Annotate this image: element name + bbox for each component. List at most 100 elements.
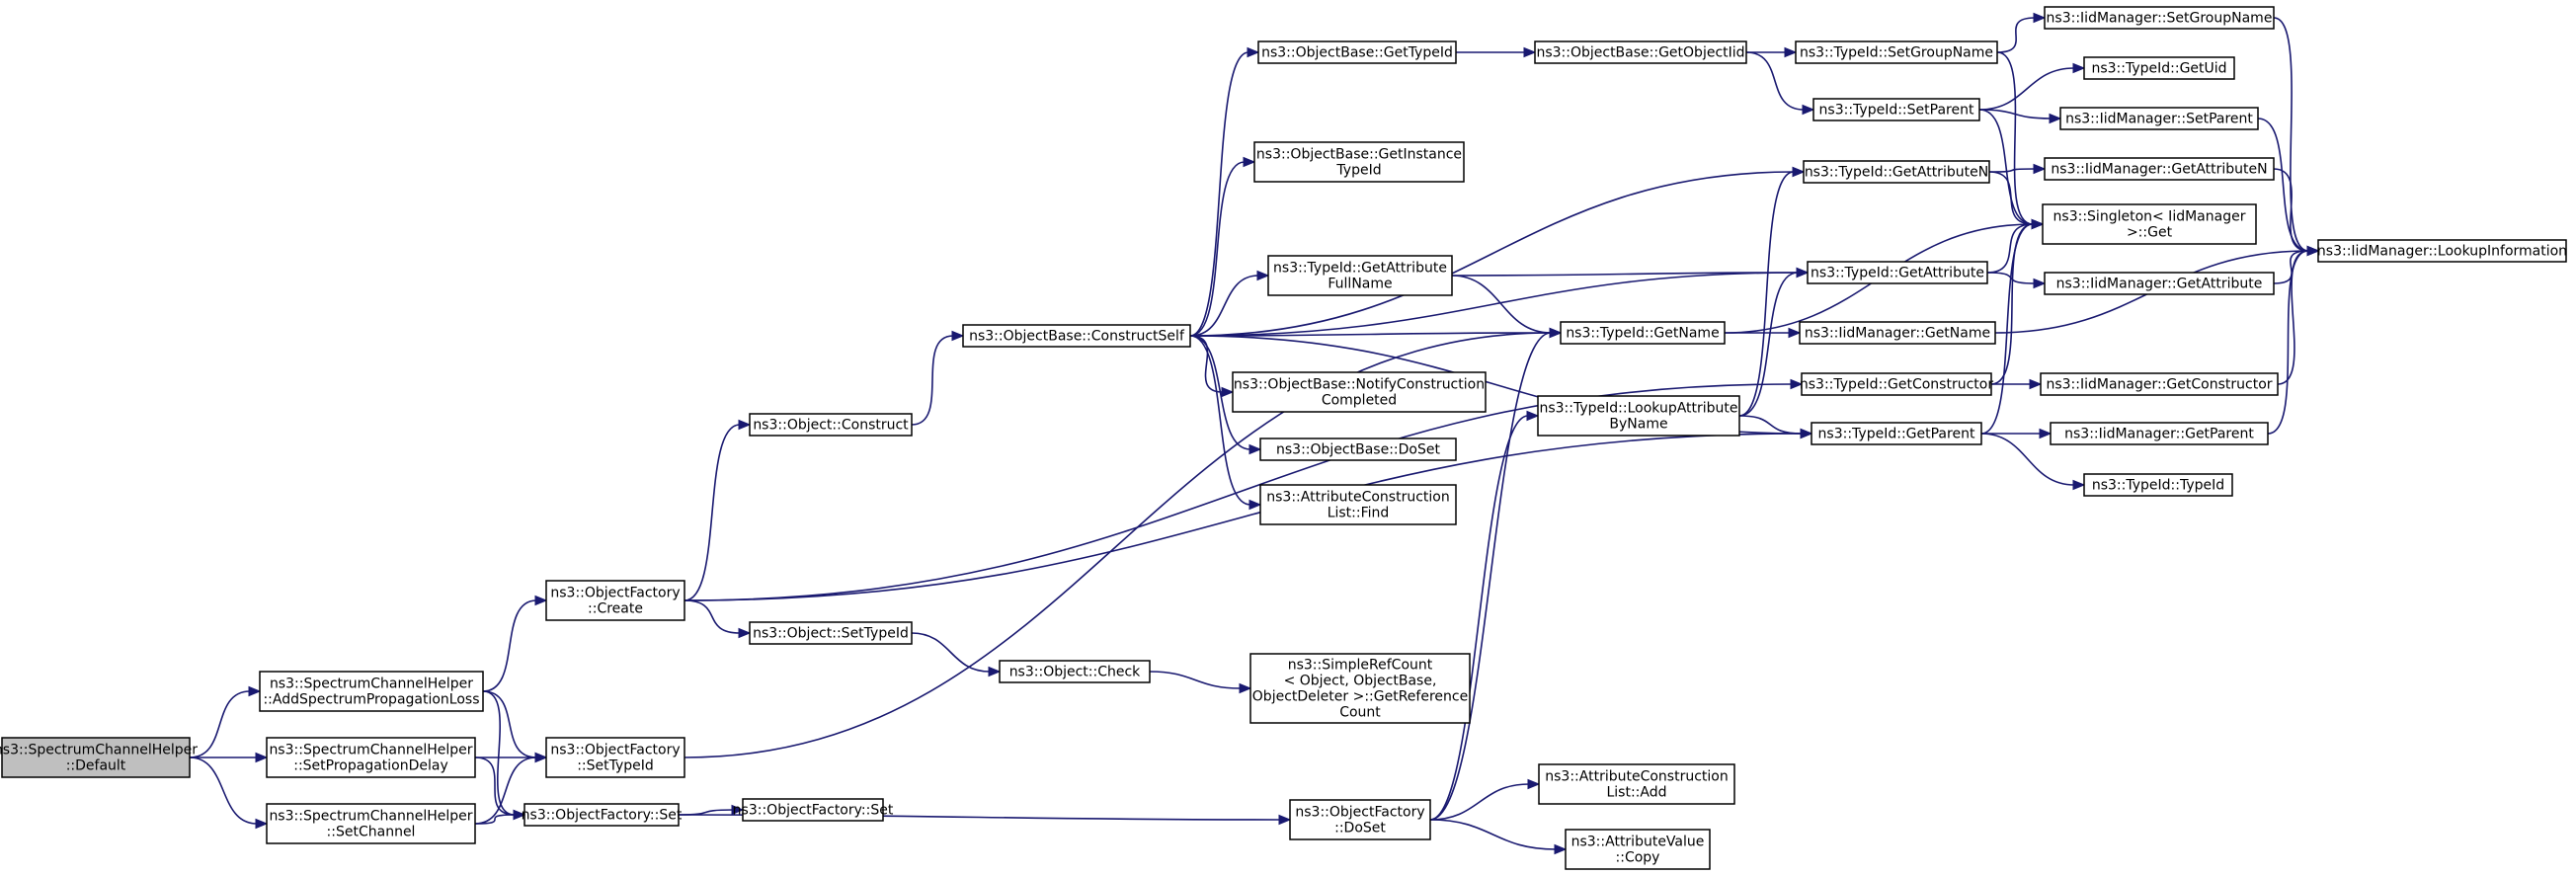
edge-arrowhead: [1527, 778, 1541, 790]
node-box: [1811, 422, 1982, 445]
node-label: >::Get: [2127, 225, 2173, 241]
node-label: ns3::SpectrumChannelHelper: [270, 677, 473, 692]
node-label: ::Copy: [1616, 850, 1660, 866]
node-object-settypeid[interactable]: ns3::Object::SetTypeId: [749, 621, 913, 645]
node-typeid-getattribute[interactable]: ns3::TypeId::GetAttribute: [1807, 261, 1988, 284]
node-box: [2040, 372, 2279, 396]
node-objectbase-constructself[interactable]: ns3::ObjectBase::ConstructSelf: [962, 324, 1191, 348]
edge-arrowhead: [2033, 12, 2047, 24]
node-objectbase-doset[interactable]: ns3::ObjectBase::DoSet: [1259, 438, 1457, 461]
edge-n10-n16: [1189, 335, 1235, 398]
node-simplerefcount-object-objectbase-objectdeleter-getreference-count[interactable]: ns3::SimpleRefCount< Object, ObjectBase,…: [1249, 653, 1471, 724]
node-singleton-iidmanager-get[interactable]: ns3::Singleton< IidManager>::Get: [2042, 203, 2257, 245]
node-label: ns3::IidManager::GetAttribute: [2056, 277, 2263, 292]
node-spectrumchannelhelper-default[interactable]: ns3::SpectrumChannelHelper::Default: [0, 737, 198, 778]
node-label: ns3::TypeId::SetParent: [1819, 103, 1974, 119]
node-iidmanager-getname[interactable]: ns3::IidManager::GetName: [1799, 321, 1996, 345]
node-iidmanager-getparent[interactable]: ns3::IidManager::GetParent: [2050, 422, 2269, 445]
node-spectrumchannelhelper-addspectrumpropagationloss[interactable]: ns3::SpectrumChannelHelper::AddSpectrumP…: [259, 671, 484, 712]
edge-line: [1429, 332, 1552, 821]
node-label: ns3::ObjectFactory: [550, 743, 680, 758]
edge-arrowhead: [1788, 327, 1802, 339]
edge-arrowhead: [2072, 479, 2086, 491]
edge-n10-n15: [1189, 270, 1270, 337]
edge-arrowhead: [2049, 113, 2062, 124]
node-objectbase-gettypeid[interactable]: ns3::ObjectBase::GetTypeId: [1257, 40, 1457, 64]
node-objectbase-getobjectiid[interactable]: ns3::ObjectBase::GetObjectIid: [1534, 40, 1747, 64]
node-iidmanager-setparent[interactable]: ns3::IidManager::SetParent: [2059, 107, 2259, 130]
node-label: ns3::ObjectBase::NotifyConstruction: [1234, 377, 1485, 393]
edge-line: [1451, 272, 1799, 277]
node-label: ::SetPropagationDelay: [293, 758, 448, 774]
node-typeid-getparent[interactable]: ns3::TypeId::GetParent: [1811, 422, 1982, 445]
node-box: [545, 737, 685, 778]
node-iidmanager-getattribute[interactable]: ns3::IidManager::GetAttribute: [2044, 272, 2275, 295]
node-objectfactory-set[interactable]: ns3::ObjectFactory::Set: [733, 798, 894, 822]
edge-n10-n18: [1189, 335, 1262, 511]
edge-line: [2257, 118, 2309, 252]
node-object-construct[interactable]: ns3::Object::Construct: [749, 413, 913, 437]
node-objectfactory-settypeid[interactable]: ns3::ObjectFactory::SetTypeId: [545, 737, 685, 778]
node-attributevalue-copy[interactable]: ns3::AttributeValue::Copy: [1565, 829, 1711, 870]
edge-arrowhead: [1247, 46, 1260, 58]
edge-n20-n25: [1746, 46, 1798, 58]
node-box: [1565, 829, 1711, 870]
edge-line: [684, 599, 741, 634]
node-label: ::AddSpectrumPropagationLoss: [263, 692, 479, 708]
node-typeid-typeid[interactable]: ns3::TypeId::TypeId: [2083, 473, 2233, 497]
node-label: ns3::IidManager::GetConstructor: [2046, 377, 2272, 393]
edge-line: [482, 690, 537, 758]
node-spectrumchannelhelper-setchannel[interactable]: ns3::SpectrumChannelHelper::SetChannel: [266, 803, 476, 844]
edge-arrowhead: [2072, 62, 2086, 74]
node-box: [1249, 653, 1471, 724]
edge-arrowhead: [2031, 218, 2045, 230]
edge-line: [1429, 783, 1530, 821]
node-label: ns3::IidManager::LookupInformation: [2317, 244, 2567, 260]
node-label: ns3::ObjectFactory::Set: [522, 808, 683, 824]
edge-arrowhead: [2029, 378, 2043, 390]
node-iidmanager-getattributen[interactable]: ns3::IidManager::GetAttributeN: [2044, 157, 2275, 181]
node-objectfactory-doset[interactable]: ns3::ObjectFactory::DoSet: [1289, 799, 1431, 840]
edge-n15-n21: [1451, 275, 1563, 339]
node-object-check[interactable]: ns3::Object::Check: [999, 660, 1151, 683]
edge-line: [1988, 168, 2036, 173]
edge-arrowhead: [1784, 46, 1798, 58]
edge-line: [1990, 223, 2034, 385]
node-objectbase-notifyconstruction-completed[interactable]: ns3::ObjectBase::NotifyConstructionCompl…: [1232, 371, 1487, 413]
node-spectrumchannelhelper-setpropagationdelay[interactable]: ns3::SpectrumChannelHelper::SetPropagati…: [266, 737, 476, 778]
node-label: ns3::ObjectBase::GetTypeId: [1261, 45, 1453, 61]
node-objectfactory-create[interactable]: ns3::ObjectFactory::Create: [545, 580, 685, 621]
node-typeid-getname[interactable]: ns3::TypeId::GetName: [1560, 321, 1726, 345]
edge-arrowhead: [534, 595, 548, 606]
node-iidmanager-lookupinformation[interactable]: ns3::IidManager::LookupInformation: [2317, 239, 2567, 263]
edge-n0-n2: [189, 752, 269, 763]
node-label: ns3::Object::Check: [1009, 665, 1141, 680]
edge-n25-n36: [1996, 51, 2045, 230]
node-typeid-setparent[interactable]: ns3::TypeId::SetParent: [1812, 98, 1980, 121]
node-iidmanager-getconstructor[interactable]: ns3::IidManager::GetConstructor: [2040, 372, 2279, 396]
edge-n38-n41: [2277, 245, 2320, 385]
node-typeid-getconstructor[interactable]: ns3::TypeId::GetConstructor: [1800, 372, 1993, 396]
edge-arrowhead: [1796, 267, 1810, 279]
node-typeid-getattributen[interactable]: ns3::TypeId::GetAttributeN: [1803, 160, 1990, 184]
node-label: ObjectDeleter >::GetReference: [1252, 689, 1468, 705]
edge-line: [1189, 335, 1224, 393]
node-box: [1812, 98, 1980, 121]
edge-arrowhead: [731, 804, 745, 816]
node-box: [1257, 40, 1457, 64]
node-typeid-setgroupname[interactable]: ns3::TypeId::SetGroupName: [1795, 40, 1998, 64]
edge-line: [474, 757, 516, 816]
node-box: [1801, 372, 1992, 396]
edge-arrowhead: [1248, 499, 1262, 511]
node-label: ns3::ObjectBase::GetObjectIid: [1536, 45, 1744, 61]
node-box: [2317, 239, 2567, 263]
node-objectfactory-set[interactable]: ns3::ObjectFactory::Set: [522, 803, 683, 827]
node-typeid-getuid[interactable]: ns3::TypeId::GetUid: [2083, 56, 2235, 80]
node-iidmanager-setgroupname[interactable]: ns3::IidManager::SetGroupName: [2044, 6, 2275, 30]
node-label: ns3::ObjectFactory: [550, 586, 680, 601]
